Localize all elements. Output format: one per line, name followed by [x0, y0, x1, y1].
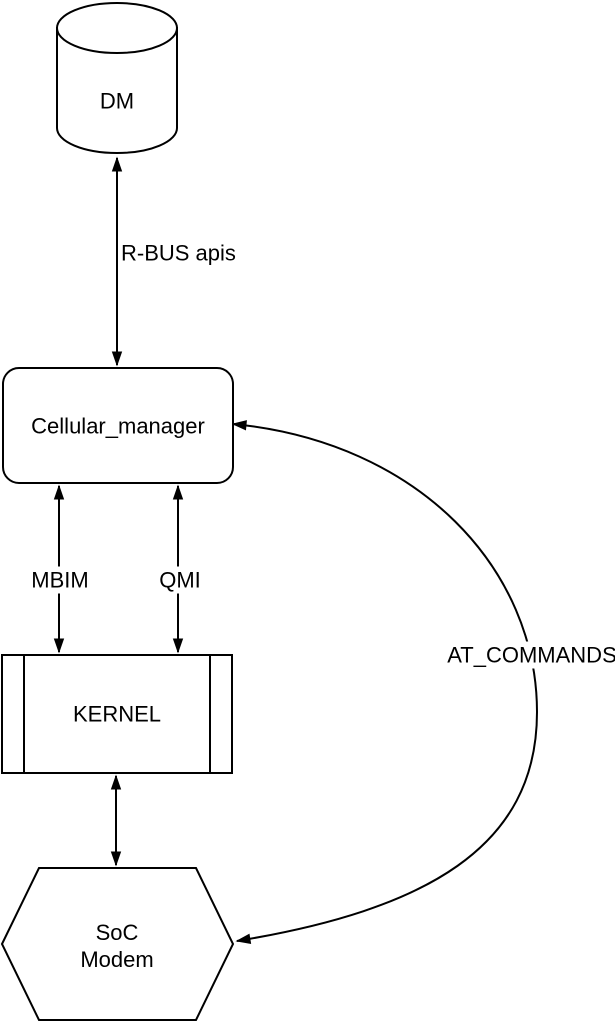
edge-label-mbim: MBIM	[28, 566, 92, 594]
kernel-shape	[1, 654, 233, 774]
node-label-kernel: KERNEL	[72, 701, 162, 727]
edge-label-at-commands: AT_COMMANDS	[444, 641, 615, 669]
soc-modem-label-line2: Modem	[80, 947, 154, 972]
dm-cylinder-shape	[56, 2, 178, 154]
cellular-manager-shape	[2, 367, 234, 484]
soc-modem-hexagon-shape	[0, 867, 235, 1021]
soc-modem-label-line1: SoC	[95, 920, 139, 945]
node-label-dm: DM	[99, 88, 135, 114]
node-label-soc-modem: SoC Modem	[80, 919, 153, 973]
edge-label-rbus: R-BUS apis	[119, 239, 238, 267]
node-label-cellular-manager: Cellular_manager	[31, 413, 205, 439]
edge-label-qmi: QMI	[156, 566, 204, 594]
edge-at-commands-curve	[231, 420, 539, 944]
